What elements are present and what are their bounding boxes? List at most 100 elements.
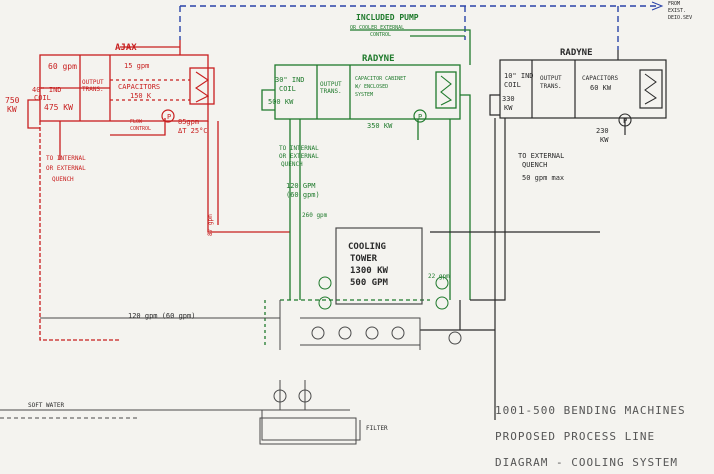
red-bottom-line xyxy=(39,121,120,341)
black-quench-1: TO EXTERNAL xyxy=(518,152,564,160)
red-gpm-15: 15 gpm xyxy=(124,62,149,70)
green-output-trans: OUTPUT xyxy=(320,81,342,88)
black-radyne: RADYNE xyxy=(560,48,593,58)
pump-row-2-icon xyxy=(338,326,352,340)
tower-line-1: COOLING xyxy=(348,242,386,252)
pump-right-icon xyxy=(448,331,462,345)
red-ajax-label: AJAX xyxy=(115,43,137,53)
green-coil-size: 30" IND xyxy=(275,76,305,84)
svg-text:P: P xyxy=(167,113,171,121)
red-exchanger-coil xyxy=(195,71,210,103)
lower-pumps xyxy=(273,326,462,403)
green-coil-word: COIL xyxy=(279,85,296,93)
black-main-box xyxy=(499,59,667,119)
black-system-lines xyxy=(420,50,667,420)
black-coil-size: 10" IND xyxy=(504,72,534,80)
green-flow-120: 120 GPM xyxy=(286,182,316,190)
tower-pump-3-icon xyxy=(435,276,449,290)
red-pump-icon xyxy=(161,109,175,123)
green-flow-260: 260 gpm xyxy=(302,212,328,219)
black-kw-330: 330 xyxy=(502,95,515,103)
green-cap-note-3: SYSTEM xyxy=(355,92,373,98)
red-flow-control2: CONTROL xyxy=(130,126,151,132)
green-heat-exchanger xyxy=(435,71,457,109)
red-flow-60: 60 gpm xyxy=(48,62,77,71)
black-cap-value: 60 KW xyxy=(590,84,612,92)
green-pump-note-2: OR COOLER EXTERNAL xyxy=(350,25,404,31)
green-radyne: RADYNE xyxy=(362,54,395,64)
red-flow-control: FLOW xyxy=(130,119,143,125)
pump-row-3-icon xyxy=(365,326,379,340)
red-coil-word: COIL xyxy=(34,94,51,102)
sump-pump-1-icon xyxy=(273,389,287,403)
black-kw-230: 230 xyxy=(596,127,609,135)
title-line-1: 1001-500 BENDING MACHINES xyxy=(495,404,686,417)
black-pump-icon xyxy=(618,113,632,127)
sump-pump-2-icon xyxy=(298,389,312,403)
black-output-trans: OUTPUT xyxy=(540,75,562,82)
sump-tank xyxy=(259,417,357,445)
soft-water-label: SOFT WATER xyxy=(28,402,65,409)
red-kw-750: 750 xyxy=(5,96,20,105)
title-line-2: PROPOSED PROCESS LINE xyxy=(495,430,655,443)
black-kw-230b: KW xyxy=(600,136,609,144)
green-quench-2: OR EXTERNAL xyxy=(279,153,319,160)
green-quench-3: QUENCH xyxy=(281,161,303,168)
cooling-tower-box xyxy=(335,227,423,305)
green-pump-note-1: INCLUDED PUMP xyxy=(356,13,419,22)
pump-row-4-icon xyxy=(391,326,405,340)
red-pump-dt: ΔT 25°C xyxy=(178,127,208,135)
tower-pump-1-icon xyxy=(318,276,332,290)
green-quench-1: TO INTERNAL xyxy=(279,145,319,152)
tower-pump-2-icon xyxy=(318,296,332,310)
green-kw-500: 500 KW xyxy=(268,98,294,106)
red-coil-size: 40" IND xyxy=(32,86,62,94)
red-quench-1: TO INTERNAL xyxy=(46,155,86,162)
black-quench-3: 50 gpm max xyxy=(522,174,564,182)
black-coil-word: COIL xyxy=(504,81,521,89)
top-right-exist: EXIST. xyxy=(668,8,686,14)
red-kw-475: 475 KW xyxy=(44,103,73,112)
red-quench-3: QUENCH xyxy=(52,176,74,183)
red-capacitors: CAPACITORS xyxy=(118,83,160,91)
red-output-trans: OUTPUT xyxy=(82,79,104,86)
bottom-flow-120: 120 gpm (60 gpm) xyxy=(128,312,195,320)
green-exchanger-coil xyxy=(440,75,453,106)
green-output-trans2: TRANS. xyxy=(320,88,342,95)
tower-line-3: 1300 KW xyxy=(350,266,389,276)
red-kw-750b: KW xyxy=(7,105,17,114)
tower-pump-4-icon xyxy=(435,296,449,310)
red-quench-2: OR EXTERNAL xyxy=(46,165,86,172)
svg-text:P: P xyxy=(623,117,627,125)
black-quench-2: QUENCH xyxy=(522,161,547,169)
green-cap-note-2: W/ ENCLOSED xyxy=(355,84,388,90)
red-heat-exchanger xyxy=(189,67,215,105)
pump-row-1-icon xyxy=(311,326,325,340)
black-heat-exchanger xyxy=(639,69,663,109)
green-cap-note-1: CAPACITOR CABINET xyxy=(355,76,406,82)
blue-supply-lines xyxy=(179,5,660,50)
red-system-lines xyxy=(27,40,290,341)
green-flow-22: 22 gpm xyxy=(428,273,450,280)
filter-label: FILTER xyxy=(366,425,388,432)
red-vertical-label: 87 gpm xyxy=(207,214,214,236)
green-flow-120b: (60 gpm) xyxy=(286,191,320,199)
green-pump-note-3: CONTROL xyxy=(370,32,391,38)
top-right-from: FROM xyxy=(668,1,680,7)
green-main-box xyxy=(274,64,461,120)
green-kw-350: 350 KW xyxy=(367,122,393,130)
green-pump-icon xyxy=(413,109,427,123)
title-line-3: DIAGRAM - COOLING SYSTEM xyxy=(495,456,678,469)
blue-arrow xyxy=(651,1,664,11)
red-cap-value: 150 K xyxy=(130,92,152,100)
red-output-trans2: TRANS. xyxy=(82,86,104,93)
red-pump-gpm: 85gpm xyxy=(178,118,199,126)
top-right-deio: DEIO.SEV xyxy=(668,15,692,21)
black-output-trans2: TRANS. xyxy=(540,83,562,90)
black-exchanger-coil xyxy=(644,73,657,105)
red-return-line xyxy=(207,121,290,233)
black-kw-330b: KW xyxy=(504,104,513,112)
